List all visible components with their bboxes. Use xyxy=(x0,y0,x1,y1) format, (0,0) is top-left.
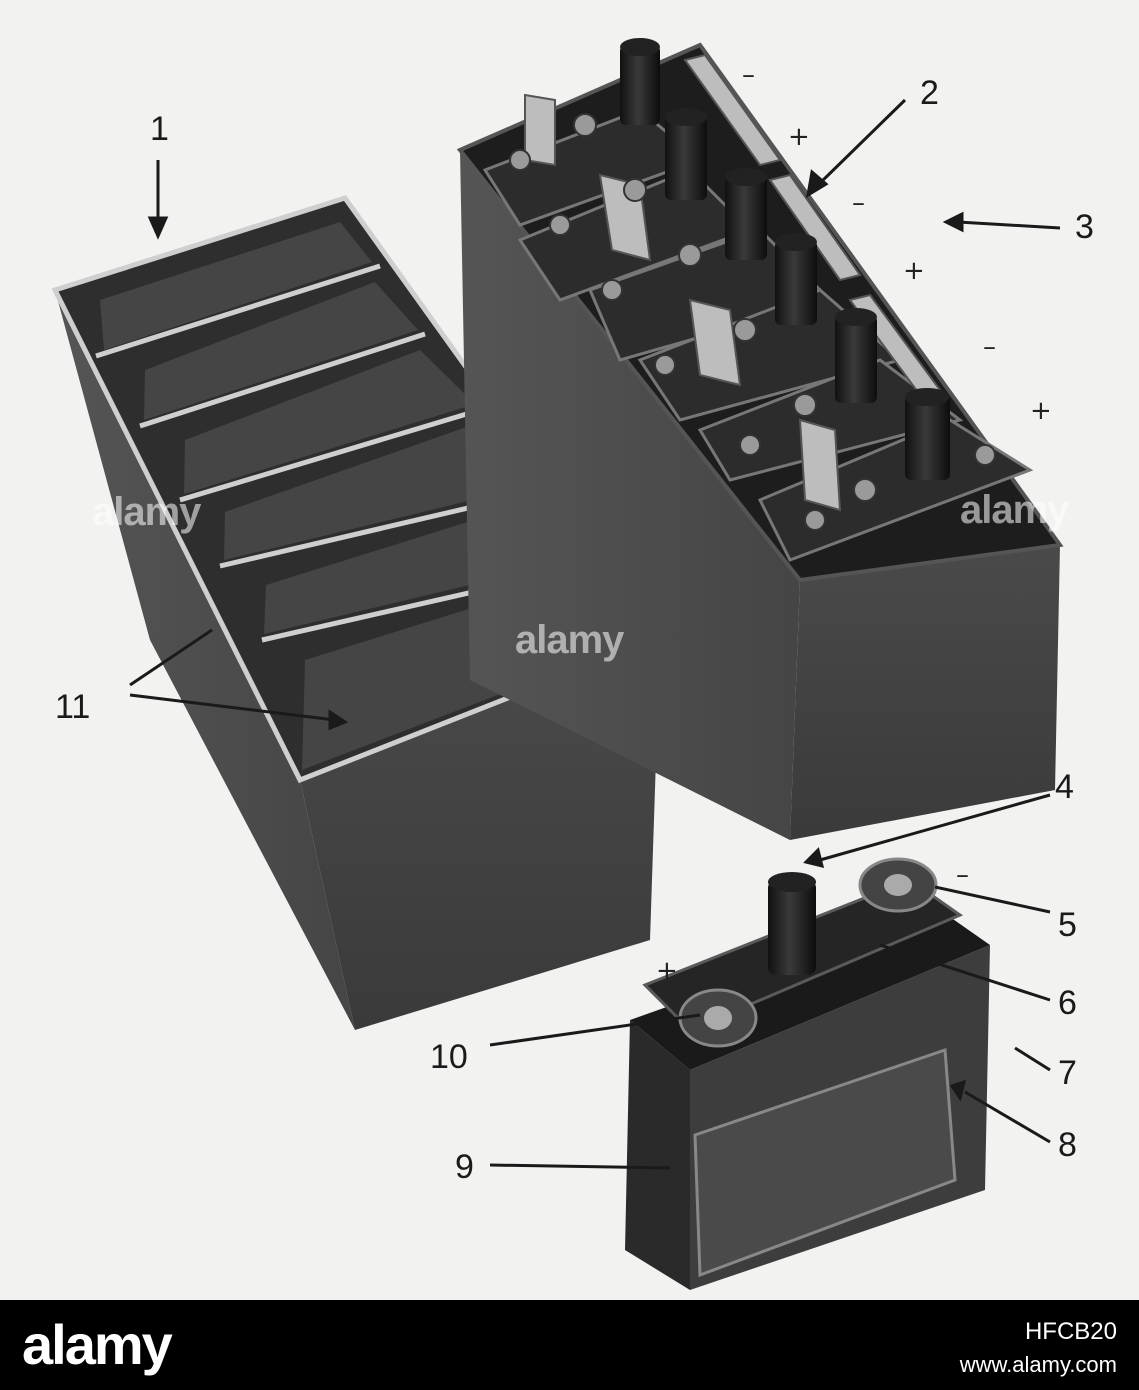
leader-lines xyxy=(129,98,1061,1170)
polarity-plus: + xyxy=(656,956,678,986)
polarity-minus: – xyxy=(983,332,996,362)
callout-2: 2 xyxy=(920,74,939,112)
callout-10: 10 xyxy=(430,1038,468,1076)
callout-7: 7 xyxy=(1058,1054,1077,1092)
watermark: alamy xyxy=(92,490,201,534)
callout-3: 3 xyxy=(1075,208,1094,246)
polarity-minus: – xyxy=(852,188,865,218)
polarity-plus: + xyxy=(1030,396,1052,426)
terminal-posts xyxy=(620,38,950,480)
alamy-logo: alamy xyxy=(22,1313,173,1376)
watermark: alamy xyxy=(960,488,1069,532)
callout-8: 8 xyxy=(1058,1126,1077,1164)
polarity-minus: – xyxy=(742,60,755,90)
polarity-plus: + xyxy=(903,256,925,286)
image-code: HFCB20 xyxy=(1024,1318,1117,1345)
assembled-battery xyxy=(456,38,1064,840)
callout-5: 5 xyxy=(1058,906,1077,944)
callout-6: 6 xyxy=(1058,984,1077,1022)
site-url: www.alamy.com xyxy=(959,1352,1117,1377)
polarity-minus: – xyxy=(956,860,969,890)
callout-4: 4 xyxy=(1055,768,1074,806)
watermark: alamy xyxy=(515,618,624,662)
polarity-plus: + xyxy=(788,122,810,152)
callout-11: 11 xyxy=(55,688,91,726)
stock-footer: alamy HFCB20 www.alamy.com xyxy=(0,1300,1139,1390)
callout-1: 1 xyxy=(150,110,169,148)
single-cell xyxy=(625,857,990,1290)
callout-9: 9 xyxy=(455,1148,474,1186)
battery-illustration xyxy=(51,38,1064,1290)
